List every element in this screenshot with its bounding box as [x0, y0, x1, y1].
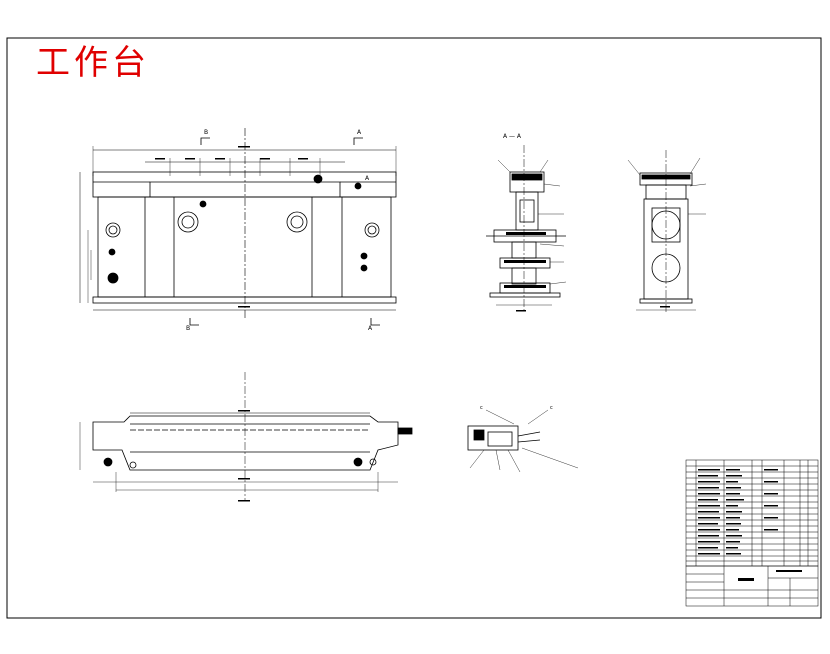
- parts-list-text-marks: [698, 469, 802, 581]
- detail-view: [467, 409, 579, 473]
- dimension-text-marks: [155, 146, 670, 502]
- marker-a-top: A: [357, 129, 362, 136]
- front-view: [79, 128, 397, 326]
- section-a-a-view: [486, 145, 567, 312]
- detail-marker-right: c: [550, 405, 553, 411]
- drawing-border: [6, 37, 822, 619]
- section-a-a-fill: [504, 232, 546, 288]
- section-a-a-label: A — A: [503, 133, 522, 140]
- marker-a-mid: A: [365, 175, 370, 182]
- marker-a-bottom: A: [368, 325, 373, 332]
- detail-marker-left: c: [480, 405, 483, 411]
- top-view: [79, 372, 413, 500]
- parts-list-table: [685, 459, 819, 607]
- drawing-title: 工作台: [36, 43, 150, 83]
- side-view: [627, 150, 707, 312]
- marker-b-top: B: [204, 129, 208, 136]
- marker-b-bottom: B: [186, 325, 190, 332]
